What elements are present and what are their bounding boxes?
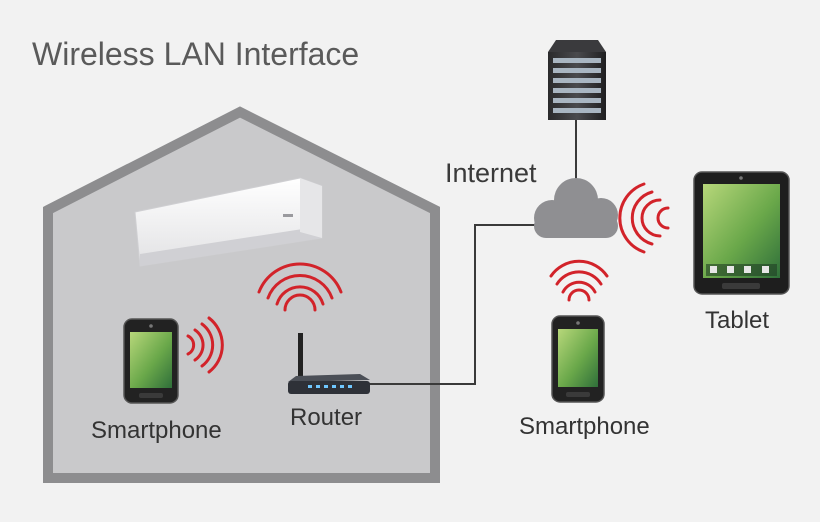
router-cable xyxy=(368,224,540,385)
smartphone-icon xyxy=(123,318,179,404)
wifi-signal-icon xyxy=(257,262,343,312)
wifi-signal-icon xyxy=(618,182,670,254)
router-icon xyxy=(288,333,370,394)
diagram-title: Wireless LAN Interface xyxy=(32,36,360,72)
smartphone-icon xyxy=(551,315,605,403)
cloud-icon xyxy=(534,178,618,238)
server-icon xyxy=(548,40,606,120)
internet-label: Internet xyxy=(445,158,537,188)
wifi-signal-icon xyxy=(186,316,224,374)
smartphone-home-label: Smartphone xyxy=(91,417,222,444)
tablet-icon xyxy=(693,171,790,295)
tablet-label: Tablet xyxy=(705,307,770,334)
wifi-signal-icon xyxy=(549,259,609,302)
router-label: Router xyxy=(290,404,363,431)
air-conditioner-icon xyxy=(134,177,323,267)
smartphone-outside-label: Smartphone xyxy=(519,413,650,440)
